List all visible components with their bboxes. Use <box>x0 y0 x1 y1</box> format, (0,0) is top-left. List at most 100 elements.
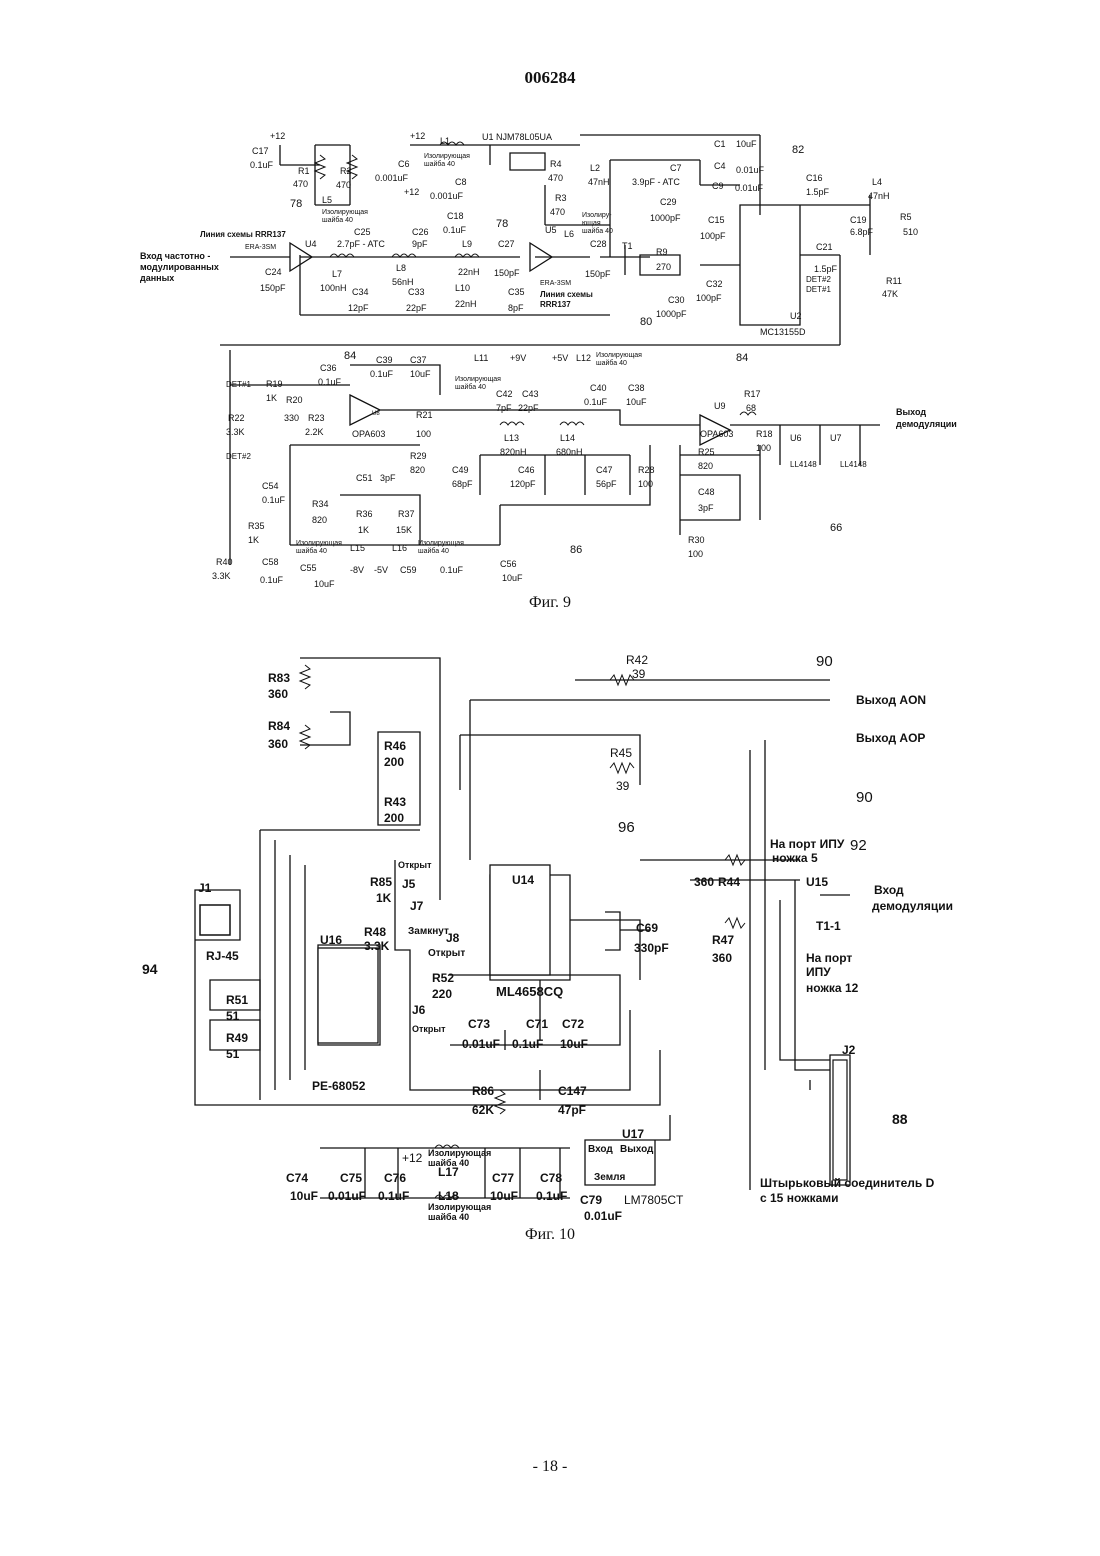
schematic-label: L14 <box>560 433 575 443</box>
schematic-label: шайба 40 <box>322 216 353 224</box>
schematic-label: 51 <box>226 1047 240 1061</box>
schematic-label: 6.8pF <box>850 227 874 237</box>
schematic-label: R29 <box>410 451 427 461</box>
schematic-label: R17 <box>744 389 761 399</box>
schematic-label: R51 <box>226 993 248 1007</box>
schematic-label: 470 <box>550 207 565 217</box>
schematic-label: PE-68052 <box>312 1079 366 1093</box>
schematic-label: U7 <box>830 433 842 443</box>
schematic-label: 0.1uF <box>584 397 608 407</box>
schematic-label: 10uF <box>290 1189 318 1203</box>
schematic-label: R48 <box>364 925 386 939</box>
schematic-label: 47pF <box>558 1103 586 1117</box>
schematic-label: C15 <box>708 215 725 225</box>
schematic-label: C27 <box>498 239 515 249</box>
schematic-label: C4 <box>714 161 726 171</box>
schematic-label: R85 <box>370 875 392 889</box>
schematic-label: 0.1uF <box>370 369 394 379</box>
schematic-label: 3.9pF - ATC <box>632 177 680 187</box>
schematic-label: 820 <box>312 515 327 525</box>
schematic-label: R5 <box>900 212 912 222</box>
schematic-label: ножка 5 <box>772 851 818 865</box>
schematic-label: -5V <box>374 565 388 575</box>
schematic-label: MC13155D <box>760 327 806 337</box>
schematic-label: C28 <box>590 239 607 249</box>
schematic-label: LL4148 <box>840 460 867 469</box>
schematic-label: U1 NJM78L05UA <box>482 132 552 142</box>
schematic-label: R34 <box>312 499 329 509</box>
schematic-label: 22pF <box>518 403 539 413</box>
schematic-label: U5 <box>545 225 557 235</box>
schematic-label: 39 <box>616 779 630 793</box>
schematic-label: 1K <box>376 891 392 905</box>
schematic-label: L15 <box>350 543 365 553</box>
schematic-label: 22nH <box>458 267 480 277</box>
schematic-label: 3.3K <box>364 939 390 953</box>
schematic-label: 0.1uF <box>318 377 342 387</box>
schematic-label: U8 <box>372 411 380 417</box>
schematic-label: +12 <box>404 187 419 197</box>
schematic-label: R25 <box>698 447 715 457</box>
schematic-label: R3 <box>555 193 567 203</box>
schematic-label: 0.1uF <box>536 1189 567 1203</box>
schematic-label: Выход <box>620 1144 654 1155</box>
schematic-label: 270 <box>656 262 671 272</box>
schematic-label: C72 <box>562 1017 584 1031</box>
schematic-label: C79 <box>580 1193 602 1207</box>
schematic-label: J6 <box>412 1003 426 1017</box>
schematic-label: R86 <box>472 1084 494 1098</box>
schematic-label: ML4658CQ <box>496 984 563 999</box>
schematic-label: R22 <box>228 413 245 423</box>
schematic-label: C16 <box>806 173 823 183</box>
schematic-label: 68pF <box>452 479 473 489</box>
schematic-label: LM7805CT <box>624 1193 684 1207</box>
schematic-label: R42 <box>626 653 648 667</box>
schematic-label: C76 <box>384 1171 406 1185</box>
schematic-label: Открыт <box>398 860 432 870</box>
schematic-label: 0.001uF <box>430 191 464 201</box>
schematic-label: 100 <box>688 549 703 559</box>
schematic-label: C18 <box>447 211 464 221</box>
schematic-label: Выход <box>896 407 926 417</box>
schematic-label: Вход <box>588 1144 613 1155</box>
schematic-label: C147 <box>558 1084 587 1098</box>
schematic-label: шайба 40 <box>296 547 327 555</box>
schematic-label: 10uF <box>490 1189 518 1203</box>
schematic-label: DET#1 <box>806 285 831 294</box>
schematic-label: ножка 12 <box>806 981 859 995</box>
schematic-label: C78 <box>540 1171 562 1185</box>
schematic-label: 68 <box>746 403 756 413</box>
schematic-label: 150pF <box>585 269 611 279</box>
schematic-label: 62K <box>472 1103 494 1117</box>
schematic-label: ERA-3SM <box>245 244 276 251</box>
schematic-label: 100 <box>756 443 771 453</box>
schematic-label: DET#2 <box>226 452 251 461</box>
schematic-label: C55 <box>300 563 317 573</box>
schematic-label: C74 <box>286 1171 308 1185</box>
schematic-label: 2.7pF - ATC <box>337 239 385 249</box>
schematic-label: 0.1uF <box>260 575 284 585</box>
schematic-label: 10uF <box>736 139 757 149</box>
schematic-label: Изолирующая <box>418 540 464 547</box>
schematic-label: R83 <box>268 671 290 685</box>
schematic-label: R4 <box>550 159 562 169</box>
schematic-label: Изолиру- <box>582 212 612 219</box>
schematic-label: R23 <box>308 413 325 423</box>
schematic-label: L13 <box>504 433 519 443</box>
schematic-label: 22pF <box>406 303 427 313</box>
schematic-label: 360 <box>694 875 714 889</box>
schematic-label: шайба 40 <box>428 1212 469 1222</box>
schematic-label: +5V <box>552 353 568 363</box>
schematic-label: Изолирующая <box>455 376 501 383</box>
schematic-label: R21 <box>416 410 433 420</box>
schematic-label: 80 <box>640 316 652 328</box>
schematic-label: На порт <box>806 951 852 965</box>
schematic-label: C29 <box>660 197 677 207</box>
schematic-label: с 15 ножками <box>760 1191 839 1205</box>
schematic-label: R45 <box>610 746 632 760</box>
schematic-label: Вход частотно - <box>140 251 210 261</box>
schematic-label: демодуляции <box>872 899 953 913</box>
schematic-label: шайба 40 <box>424 160 455 168</box>
schematic-label: 100 <box>638 479 653 489</box>
schematic-label: C56 <box>500 559 517 569</box>
